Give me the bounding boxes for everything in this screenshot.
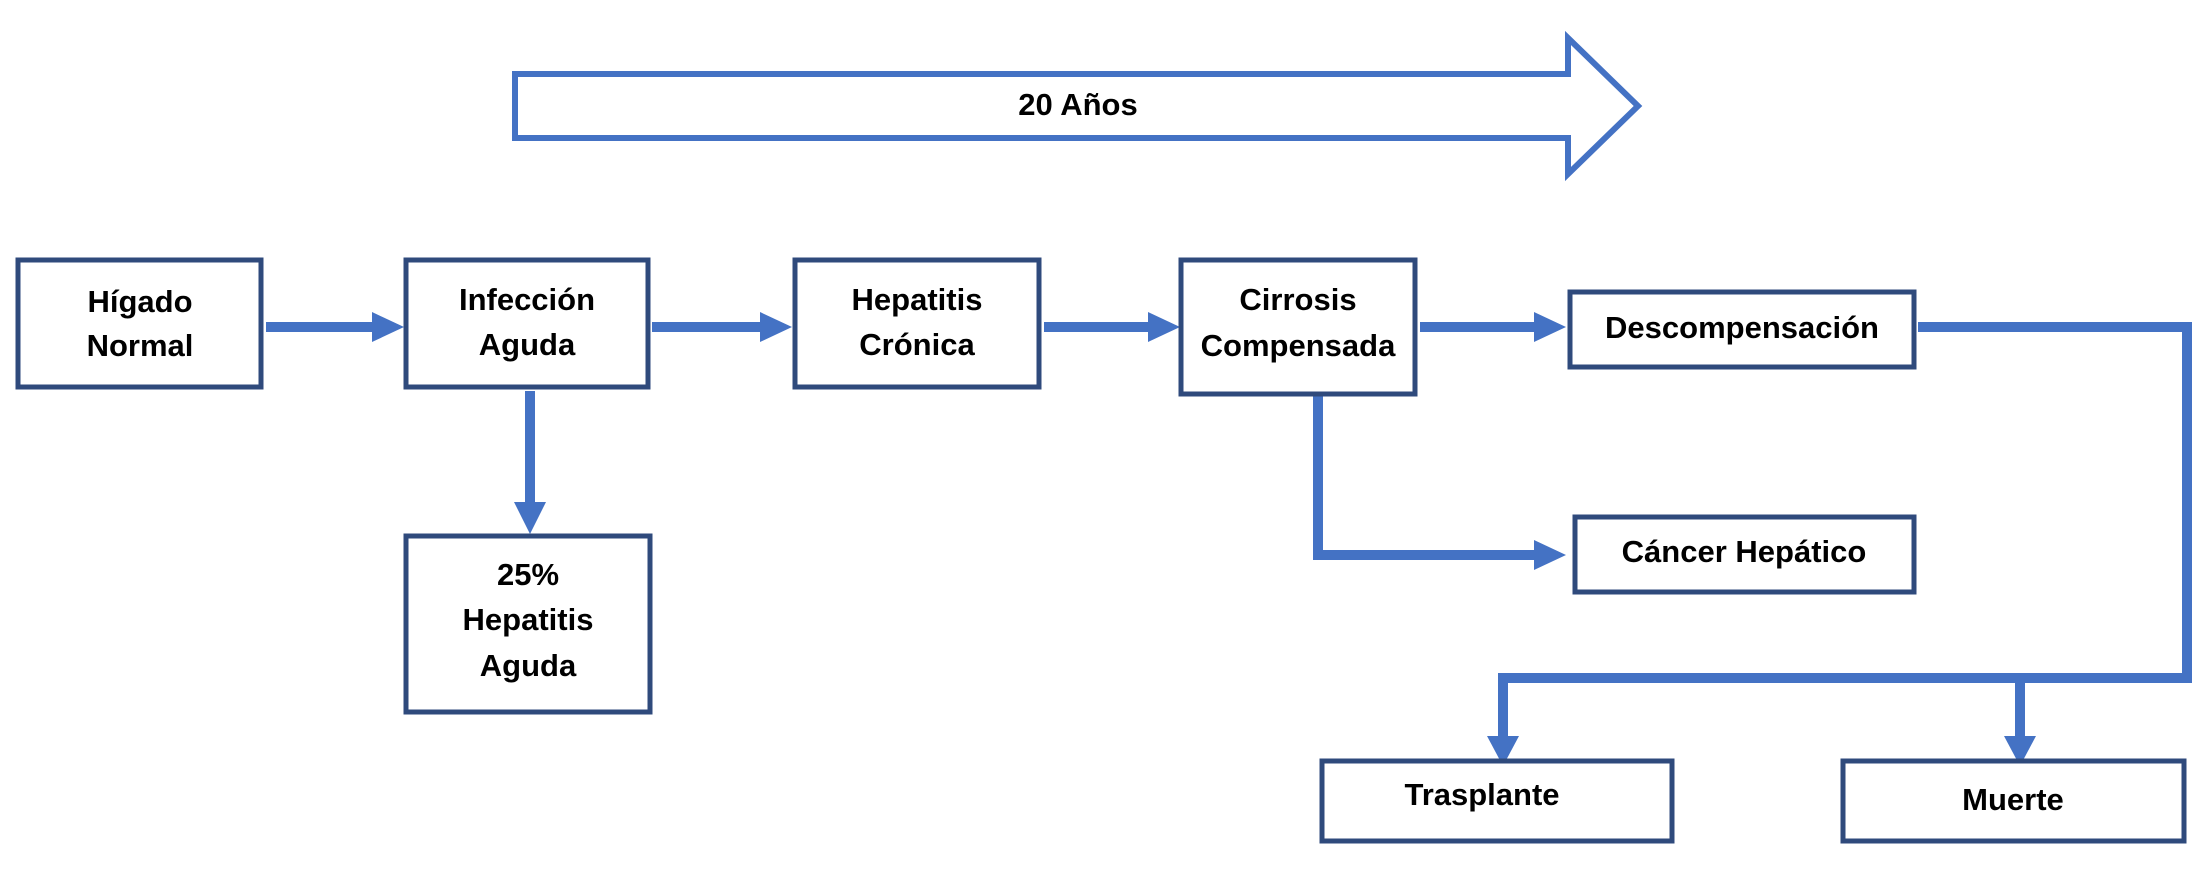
- node-label-line: Descompensación: [1605, 310, 1879, 345]
- node-label-line: Hepatitis: [463, 602, 594, 637]
- node-infeccion-aguda: Infección Aguda: [403, 257, 651, 390]
- timeline-label: 20 Años: [1018, 87, 1137, 122]
- node-muerte: Muerte: [1840, 758, 2187, 844]
- node-label-line: 25%: [497, 557, 559, 592]
- arrowhead: [760, 312, 792, 342]
- arrowhead: [1487, 736, 1519, 766]
- node-label-line: Infección: [459, 282, 595, 317]
- node-label-line: Trasplante: [1404, 777, 1559, 812]
- node-descompensacion: Descompensación: [1567, 289, 1917, 370]
- timeline-arrow-shape: [512, 30, 1643, 182]
- node-label-line: Compensada: [1201, 328, 1396, 363]
- node-label-line: Cirrosis: [1239, 282, 1356, 317]
- arrowhead: [1148, 312, 1180, 342]
- node-hepatitis-cronica: Hepatitis Crónica: [792, 257, 1042, 390]
- node-label-line: Hepatitis: [852, 282, 983, 317]
- arrowhead: [372, 312, 404, 342]
- arrowhead: [1534, 540, 1566, 570]
- node-label-line: Aguda: [479, 327, 576, 362]
- arrowhead: [2004, 736, 2036, 766]
- node-cancer-hepatico: Cáncer Hepático: [1572, 514, 1917, 595]
- connectors: [266, 312, 2192, 766]
- node-label-line: Hígado: [87, 284, 192, 319]
- arrowhead: [514, 502, 546, 534]
- node-higado-normal: Hígado Normal: [15, 257, 264, 390]
- node-label-line: Normal: [87, 328, 194, 363]
- node-label-line: Cáncer Hepático: [1622, 534, 1867, 569]
- node-label-line: Aguda: [480, 648, 577, 683]
- node-label-line: Crónica: [859, 327, 975, 362]
- arrow-descompensacion-branch: [1498, 322, 2192, 742]
- arrowhead: [1534, 312, 1566, 342]
- node-cirrosis-compensada: Cirrosis Compensada: [1178, 257, 1418, 397]
- arrow-cirrosis-to-cancer: [1313, 396, 1540, 560]
- node-label-line: Muerte: [1962, 782, 2064, 817]
- node-hepatitis-aguda: 25% Hepatitis Aguda: [403, 533, 653, 715]
- node-trasplante: Trasplante: [1319, 758, 1675, 844]
- timeline-arrow: 20 Años: [512, 30, 1643, 182]
